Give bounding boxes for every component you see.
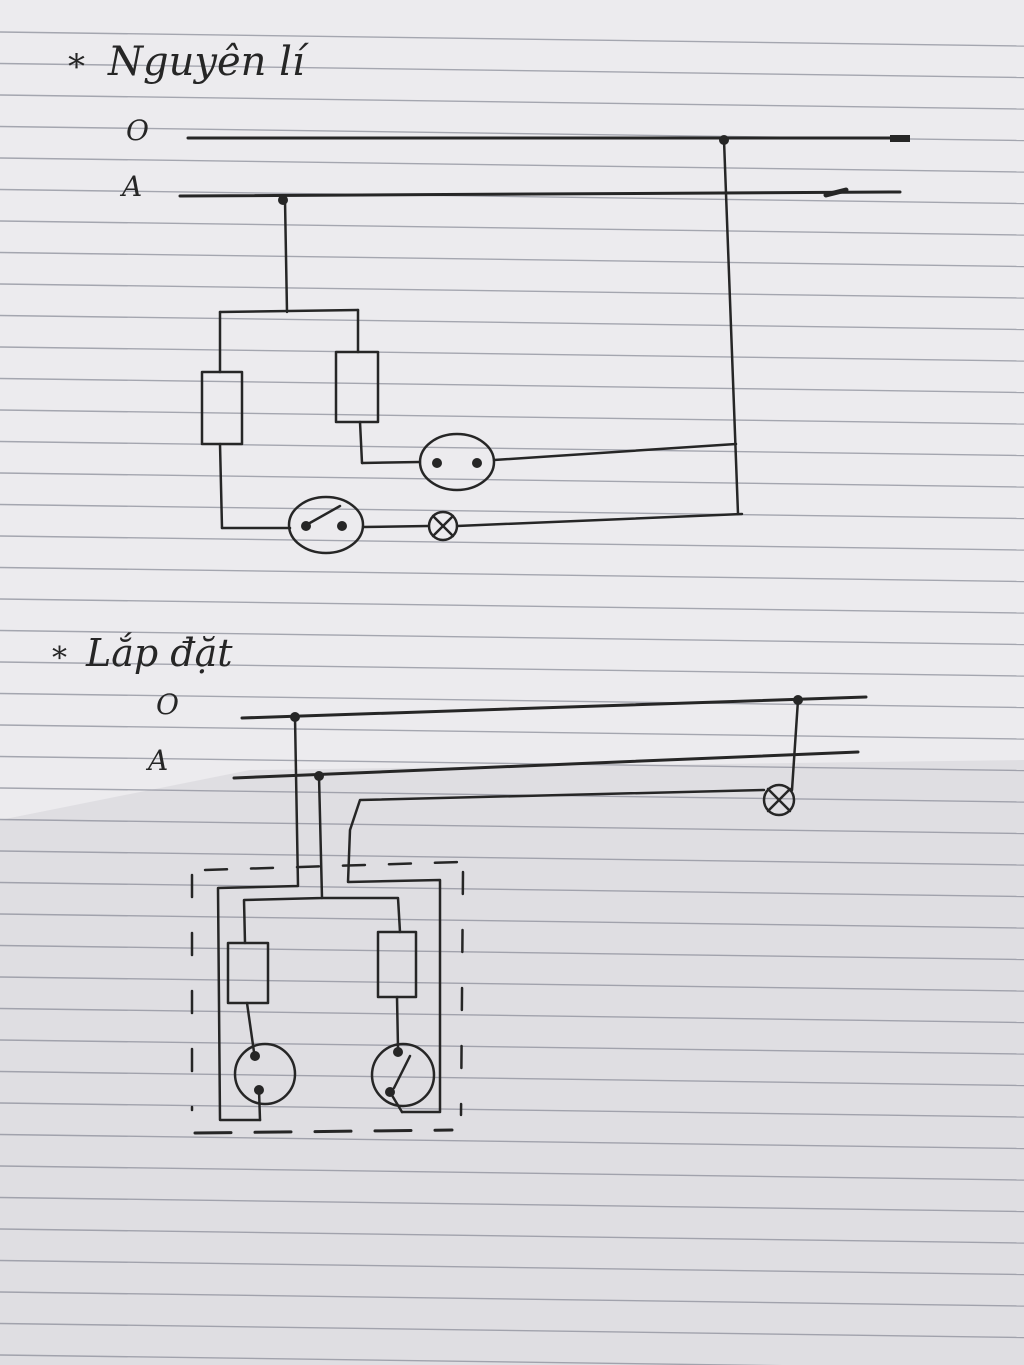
ruled-line (0, 94, 1024, 110)
mounting-board-outline (190, 860, 465, 1135)
ruled-line (0, 220, 1024, 236)
ruled-line (0, 440, 1024, 457)
installation-lamp-neutral (790, 698, 800, 792)
schematic-left-branch-bottom (218, 442, 224, 530)
installation-heading: Lắp đặt (85, 631, 233, 675)
ruled-line (0, 503, 1024, 520)
ruled-line (0, 881, 1024, 898)
schematic-fuse-bus (218, 308, 360, 314)
schematic-heading: Nguyên lí (107, 39, 310, 85)
schematic-bullet: * (68, 47, 85, 87)
ruled-line (0, 598, 1024, 614)
ruled-line (0, 535, 1024, 551)
ruled-line (0, 1291, 1024, 1307)
ruled-line (0, 188, 1024, 205)
ruled-line (0, 1007, 1024, 1024)
installation-section: * Lắp đặt O A (52, 631, 868, 1135)
schematic-lamp-return (455, 512, 744, 528)
ruled-line (0, 1070, 1024, 1087)
schematic-neutral-label: O (126, 114, 149, 147)
ruled-line (0, 251, 1024, 268)
installation-neutral-label: O (156, 688, 179, 721)
ruled-line (0, 566, 1024, 583)
lamp-icon (762, 783, 796, 817)
ruled-line (0, 157, 1024, 173)
fuse-icon (200, 370, 244, 446)
ruled-line (0, 1196, 1024, 1213)
installation-neutral-wire (240, 695, 868, 720)
ruled-line (0, 976, 1024, 992)
socket-icon (418, 432, 496, 492)
ruled-line (0, 1259, 1024, 1276)
switch-icon (287, 495, 365, 555)
ruled-line (0, 283, 1024, 299)
ruled-lines (0, 31, 1024, 1365)
ruled-line (0, 1102, 1024, 1118)
paper-shadow (0, 760, 1024, 1365)
schematic-socket-return (492, 442, 738, 462)
installation-phase-wire (232, 750, 860, 780)
ruled-line (0, 409, 1024, 425)
installation-bullet: * (52, 641, 67, 676)
ruled-line (0, 62, 1024, 79)
fuse-icon (334, 350, 380, 424)
installation-phase-split (320, 896, 402, 934)
ruled-line (0, 692, 1024, 709)
installation-left-fuse-to-socket (245, 1001, 256, 1054)
installation-phase-drop (242, 774, 324, 945)
schematic-phase-junction (278, 195, 288, 205)
ruled-line (0, 1165, 1024, 1181)
switch-icon (370, 1042, 436, 1108)
ruled-line (0, 314, 1024, 331)
schematic-phase-wire-end (823, 187, 849, 198)
ruled-line (0, 1228, 1024, 1244)
installation-left-socket-out (257, 1088, 262, 1122)
ruled-line (0, 944, 1024, 961)
ruled-line (0, 850, 1024, 866)
schematic-section: * Nguyên lí O A (68, 39, 910, 555)
installation-phase-label: A (145, 744, 168, 777)
ruled-line (0, 661, 1024, 677)
schematic-socket-feed (360, 460, 422, 465)
installation-lamp-feed (346, 788, 766, 1114)
ruled-line (0, 724, 1024, 740)
ruled-line (0, 1133, 1024, 1150)
ruled-line (0, 629, 1024, 646)
schematic-neutral-return (722, 138, 740, 516)
ruled-line (0, 377, 1024, 394)
schematic-neutral-wire-end (890, 135, 910, 142)
ruled-line (0, 346, 1024, 362)
installation-switch-out (388, 1090, 404, 1114)
schematic-switch-to-lamp (361, 524, 430, 529)
ruled-line (0, 1039, 1024, 1055)
ruled-line (0, 31, 1024, 47)
installation-right-fuse-to-switch (395, 995, 400, 1050)
schematic-phase-drop (283, 198, 289, 314)
ruled-line (0, 1354, 783, 1365)
ruled-line (0, 913, 1024, 929)
ruled-line (0, 755, 1024, 772)
installation-neutral-drop (216, 715, 300, 1122)
schematic-phase-label: A (119, 170, 142, 203)
ruled-line (0, 818, 1024, 835)
schematic-phase-wire (178, 190, 902, 198)
schematic-right-branch-bottom (358, 420, 364, 465)
ruled-line (0, 472, 1024, 488)
ruled-line (0, 1322, 1024, 1339)
